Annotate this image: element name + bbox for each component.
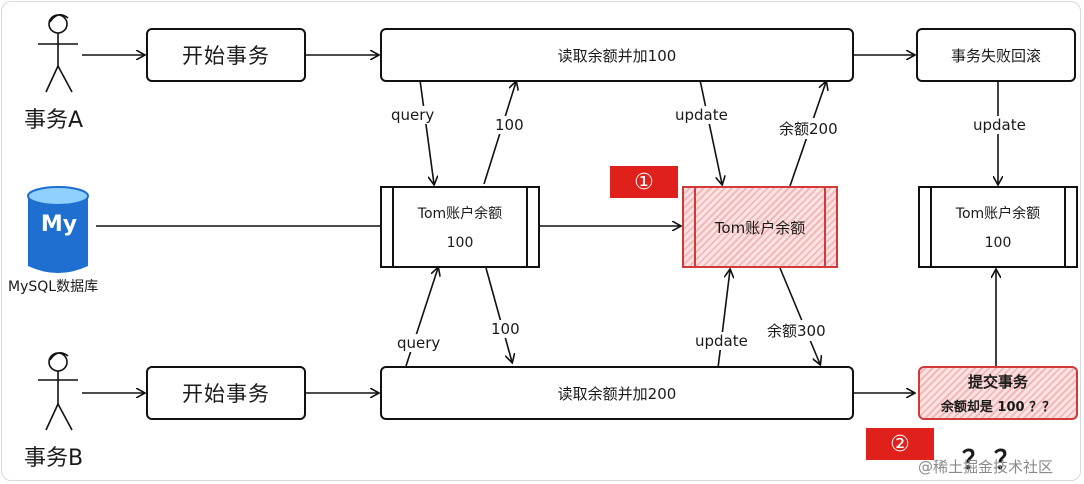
record-final-title: Tom账户余额 <box>955 206 1041 222</box>
commit-label: 提交事务 <box>967 373 1028 391</box>
record-initial-box: Tom账户余额 100 <box>380 186 540 268</box>
rollback-label: 事务失败回滚 <box>950 46 1041 65</box>
actor-b-name: 事务B <box>24 446 84 471</box>
read-balance-b-box: 读取余额并加200 <box>380 366 854 420</box>
edge-label-a-query: query <box>388 106 438 124</box>
arrow-b-update <box>717 270 730 369</box>
edge-label-a-balance: 余额200 <box>776 118 841 139</box>
question-annotation: ？？ <box>962 446 1027 476</box>
arrow-a-update <box>699 79 722 184</box>
commit-box: 提交事务 余额却是 100 ？？ <box>918 366 1078 420</box>
step-badge-one: ① <box>610 166 678 198</box>
record-final-value: 100 <box>984 235 1012 251</box>
record-initial-value: 100 <box>446 235 474 251</box>
edge-label-a-return: 100 <box>492 116 527 134</box>
actor-a-figure <box>38 14 78 93</box>
arrow-a-query <box>419 79 434 184</box>
edge-label-b-balance: 余额300 <box>764 320 829 341</box>
record-initial-title: Tom账户余额 <box>417 206 503 222</box>
mysql-database-icon <box>27 186 89 273</box>
database-caption: MySQL数据库 <box>8 279 99 295</box>
start-transaction-b-box: 开始事务 <box>146 366 306 420</box>
start-transaction-a-box: 开始事务 <box>146 28 306 82</box>
start-transaction-a-label: 开始事务 <box>182 44 270 68</box>
rollback-box: 事务失败回滚 <box>916 28 1076 82</box>
read-balance-a-label: 读取余额并加100 <box>557 46 677 65</box>
edge-label-b-query: query <box>394 334 444 352</box>
record-updated-title: Tom账户余额 <box>714 218 806 237</box>
watermark: @稀土掘金技术社区 <box>918 458 1054 476</box>
edge-label-b-update: update <box>692 332 751 350</box>
edge-label-b-return: 100 <box>488 320 523 338</box>
edge-label-rollback-update: update <box>970 116 1029 134</box>
commit-result-label: 余额却是 100 ？？ <box>940 400 1056 415</box>
read-balance-a-box: 读取余额并加100 <box>380 28 854 82</box>
record-final-box: Tom账户余额 100 <box>918 186 1078 268</box>
edge-label-a-update: update <box>672 106 731 124</box>
mysql-icon-label: My <box>40 212 78 237</box>
start-transaction-b-label: 开始事务 <box>182 382 270 406</box>
actor-b-figure <box>38 352 78 431</box>
arrow-b-balance <box>779 267 820 364</box>
actor-a-name: 事务A <box>24 108 84 133</box>
arrow-b-return-100 <box>485 267 512 362</box>
step-badge-two: ② <box>866 428 934 460</box>
record-updated-box: Tom账户余额 <box>682 186 838 268</box>
read-balance-b-label: 读取余额并加200 <box>557 384 677 403</box>
